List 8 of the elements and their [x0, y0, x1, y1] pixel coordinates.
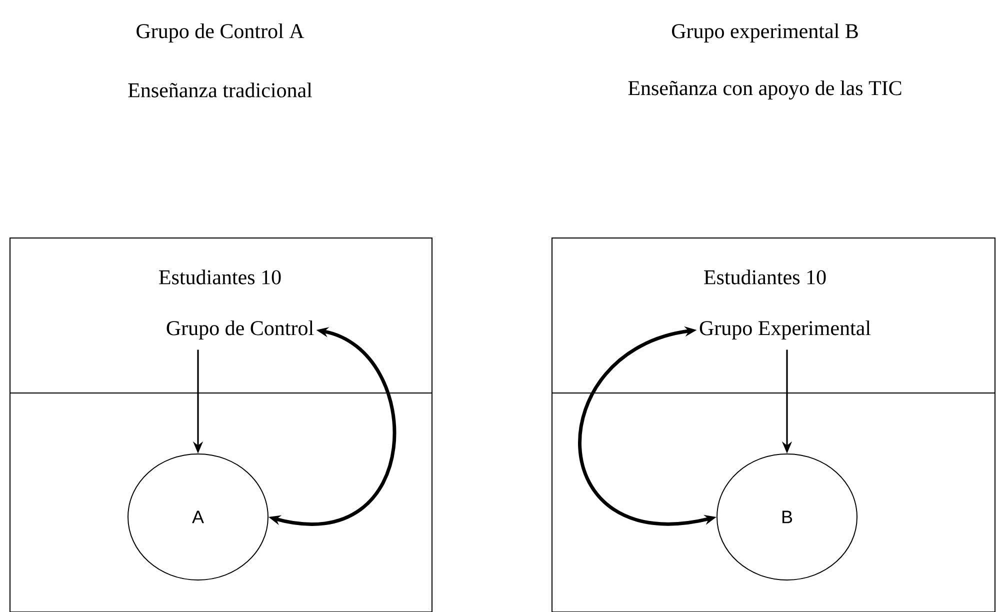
heading-text: Enseñanza con apoyo de las TIC	[628, 80, 902, 100]
panel-box	[10, 392, 432, 612]
group-label: Grupo Experimental	[700, 320, 871, 340]
heading-text: Grupo experimental B	[672, 23, 858, 43]
group-label: Grupo de Control	[166, 320, 314, 340]
heading-text: Grupo de Control A	[136, 23, 304, 43]
heading-text: Enseñanza tradicional	[128, 82, 312, 98]
panel-box	[552, 392, 996, 612]
